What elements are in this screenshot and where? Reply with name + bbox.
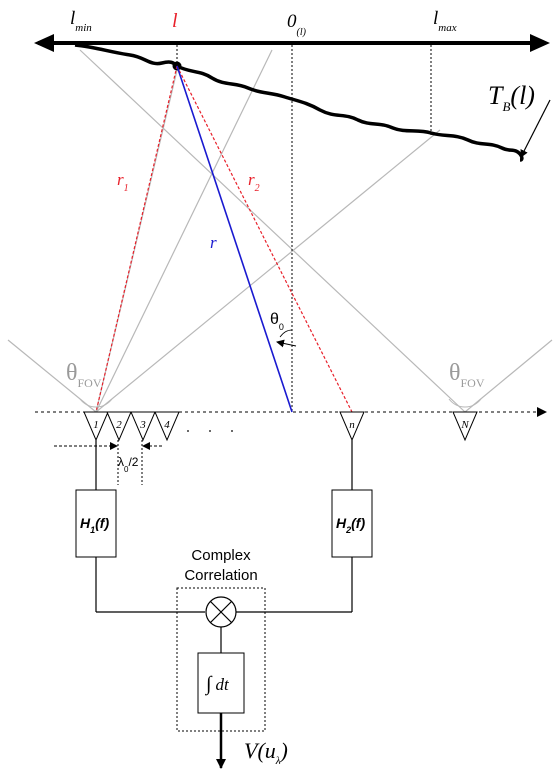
- correlator-title-line2: Correlation: [184, 567, 257, 584]
- filter-h2-box: [331, 489, 373, 558]
- brightness-pointer: [520, 99, 551, 158]
- fov-arc-right: [448, 398, 482, 408]
- antenna-1: [83, 411, 109, 442]
- label-r1: r1: [117, 170, 129, 194]
- label-fov-left: θFOV: [66, 360, 102, 390]
- label-spacing: λ0/2: [118, 455, 139, 474]
- antenna-3: [130, 411, 156, 442]
- signal-wiring: [95, 440, 353, 653]
- spacing-marker: [54, 440, 162, 485]
- fov-lines: [7, 49, 553, 413]
- antenna-label-2: 2: [116, 419, 122, 431]
- antenna-N: [452, 411, 478, 442]
- guide-lines: [176, 45, 432, 412]
- label-filter-h2: H2(f): [336, 515, 365, 535]
- label-l: l: [172, 10, 178, 32]
- theta0-arc: [279, 329, 293, 338]
- antenna-2: [106, 411, 132, 442]
- label-l-max: lmax: [433, 8, 457, 34]
- antenna-label-N: N: [460, 419, 469, 431]
- antenna-label-1: 1: [93, 419, 99, 431]
- label-fov-right: θFOV: [449, 360, 485, 390]
- l-axis: [34, 34, 550, 52]
- antenna-label-4: 4: [164, 419, 170, 431]
- antenna-label-3: 3: [139, 419, 146, 431]
- ray-r1: [95, 65, 178, 413]
- label-theta0: θ0: [270, 311, 284, 332]
- antenna-label-n: n: [349, 419, 355, 431]
- filter-h1-box: [75, 489, 117, 558]
- correlator-box: [176, 587, 266, 732]
- label-r2: r2: [248, 170, 260, 194]
- antenna-4: [154, 411, 180, 442]
- antenna-array: [83, 411, 478, 442]
- label-zero: 0(l): [287, 11, 307, 38]
- label-brightness: TB(l): [488, 81, 535, 114]
- theta0-arrow: [276, 339, 297, 348]
- correlator-title-line1: Complex: [191, 547, 251, 564]
- label-l-min: lmin: [70, 8, 92, 34]
- integrator-box: [197, 652, 245, 714]
- array-dots: [187, 430, 233, 432]
- fov-arc-left: [79, 398, 113, 408]
- ray-r2: [176, 65, 353, 413]
- integrator-label: ∫dt: [204, 673, 230, 696]
- ray-r: [176, 65, 293, 413]
- label-filter-h1: H1(f): [80, 515, 109, 535]
- antenna-n: [339, 411, 365, 442]
- label-output: V(uλ): [244, 738, 288, 767]
- brightness-curve: [74, 43, 524, 162]
- label-r: r: [210, 233, 217, 252]
